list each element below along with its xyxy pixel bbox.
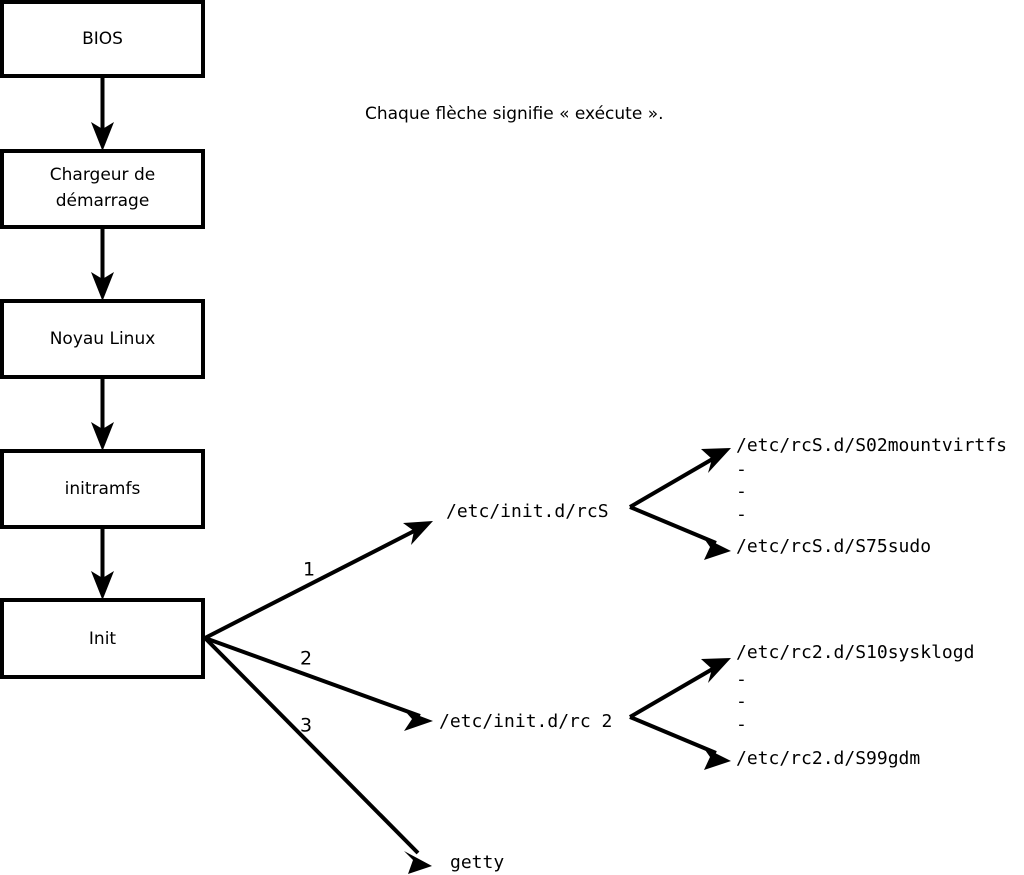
- arrow-kernel-to-initramfs-head: [91, 422, 114, 451]
- arrow-init-to-rc2: [204, 636, 433, 731]
- rcs-ellipsis-dash-3: -: [736, 504, 747, 525]
- arrow-rcs-to-s02mountvirtfs-head: [701, 448, 731, 473]
- node-initramfs-label: initramfs: [65, 479, 141, 499]
- label-etc-init-d-rc-2: /etc/init.d/rc 2: [439, 711, 612, 732]
- arrow-init-to-getty-head: [404, 851, 432, 874]
- label-rcs-script-first: /etc/rcS.d/S02mountvirtfs: [736, 435, 1007, 456]
- arrow-bios-to-bootloader-head: [91, 122, 114, 151]
- arrow-init-to-rc2-head: [404, 710, 433, 731]
- node-bios: BIOS: [0, 0, 205, 78]
- node-bootloader-label-line2: démarrage: [56, 191, 150, 211]
- arrow-bios-to-bootloader: [91, 76, 114, 151]
- label-getty: getty: [450, 852, 504, 873]
- arrow-rc2-to-s10sysklogd: [628, 658, 731, 719]
- arrow-init-to-getty: [203, 636, 432, 874]
- node-init-rect: [0, 598, 205, 679]
- label-rc2-script-last: /etc/rc2.d/S99gdm: [736, 748, 920, 769]
- arrow-init-to-rcs: [204, 521, 433, 640]
- arrow-kernel-to-initramfs: [91, 377, 114, 451]
- arrow-rcs-to-s75sudo-head: [703, 537, 731, 560]
- rc2-ellipsis-dash-2: -: [736, 691, 747, 712]
- rcs-ellipsis-dash-2: -: [736, 481, 747, 502]
- arrow-bootloader-to-kernel: [91, 227, 114, 301]
- diagram-caption: Chaque flèche signifie « exécute ».: [365, 104, 664, 124]
- node-linux-kernel: Noyau Linux: [0, 299, 205, 379]
- arrow-init-to-rc2-line: [204, 636, 421, 718]
- arrow-init-to-rcs-head: [403, 521, 433, 545]
- arrow-rcs-to-s02mountvirtfs-line: [628, 455, 718, 509]
- rcs-ellipsis-dash-1: -: [736, 459, 747, 480]
- arrow-init-to-getty-line: [203, 636, 420, 855]
- branch-number-2: 2: [300, 648, 312, 670]
- arrow-rcs-to-s02mountvirtfs: [628, 448, 731, 509]
- branch-number-1: 1: [303, 559, 315, 581]
- node-bootloader-rect: [0, 149, 205, 229]
- label-etc-init-d-rcs: /etc/init.d/rcS: [446, 501, 609, 522]
- label-rcs-script-last: /etc/rcS.d/S75sudo: [736, 536, 931, 557]
- arrow-initramfs-to-init: [91, 527, 114, 600]
- rc2-ellipsis-dash-3: -: [736, 714, 747, 735]
- arrow-rcs-to-s75sudo: [629, 505, 731, 560]
- node-bios-rect: [0, 0, 205, 78]
- node-init-label: Init: [89, 629, 117, 649]
- arrow-rc2-to-s99gdm-line: [629, 715, 717, 755]
- branch-number-3: 3: [300, 715, 312, 737]
- node-initramfs: initramfs: [0, 449, 205, 529]
- arrow-rc2-to-s99gdm-head: [703, 747, 731, 770]
- node-linux-kernel-label: Noyau Linux: [50, 329, 156, 349]
- arrow-bootloader-to-kernel-head: [91, 272, 114, 301]
- arrow-init-to-rcs-line: [204, 526, 421, 640]
- arrow-initramfs-to-init-head: [91, 571, 114, 600]
- arrow-rc2-to-s10sysklogd-head: [701, 658, 731, 683]
- arrow-rcs-to-s75sudo-line: [629, 505, 717, 545]
- arrow-rc2-to-s99gdm: [629, 715, 731, 770]
- node-init: Init: [0, 598, 205, 679]
- node-bootloader-label-line1: Chargeur de: [50, 165, 155, 185]
- node-bios-label: BIOS: [82, 29, 123, 49]
- arrow-rc2-to-s10sysklogd-line: [628, 665, 718, 719]
- node-initramfs-rect: [0, 449, 205, 529]
- node-bootloader: Chargeur de démarrage: [0, 149, 205, 229]
- rc2-ellipsis-dash-1: -: [736, 669, 747, 690]
- label-rc2-script-first: /etc/rc2.d/S10sysklogd: [736, 642, 974, 663]
